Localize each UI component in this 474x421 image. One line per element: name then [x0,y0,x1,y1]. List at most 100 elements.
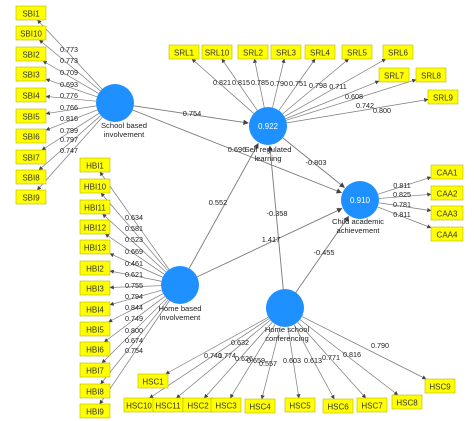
indicator-srl6[interactable]: SRL6 [382,44,414,60]
indicator-label: HBI9 [86,407,104,416]
indicator-label: HSC6 [327,402,349,411]
indicator-label: HBI7 [86,366,104,375]
indicator-box [15,5,47,21]
construct-sbi[interactable] [96,84,134,122]
indicator-box [430,164,464,180]
indicator-srl10[interactable]: SRL10 [201,44,233,60]
loading-value: 0.741 [204,351,222,360]
indicator-srl9[interactable]: SRL9 [427,89,459,105]
loading-line-sbi8 [38,115,101,171]
indicator-hbi6[interactable]: HBI6 [79,341,111,357]
indicator-hsc3[interactable]: HSC3 [210,397,242,413]
loading-value: 0.742 [356,101,374,110]
loading-line-srl7 [285,80,380,120]
r-squared-value: 0.910 [350,196,371,205]
indicator-sbi4[interactable]: SBI4 [15,87,47,103]
indicator-label: HSC3 [215,401,237,410]
path-coefficient-hbi-caa: 1.417 [262,235,281,244]
indicator-label: SBI8 [22,173,40,182]
loading-line-caa2 [378,192,432,199]
indicator-label: SBI9 [22,193,40,202]
indicator-box [79,157,111,173]
path-coefficient-hsc-caa: -0.455 [314,248,335,257]
indicator-hbi2[interactable]: HBI2 [79,260,111,276]
path-sbi-srl [133,105,249,125]
indicator-hbi3[interactable]: HBI3 [79,280,111,296]
indicator-srl1[interactable]: SRL1 [168,44,200,60]
indicator-hbi13[interactable]: HBI13 [79,239,111,255]
loading-line-hbi4 [109,289,162,306]
indicator-sbi8[interactable]: SBI8 [15,169,47,185]
indicator-hbi12[interactable]: HBI12 [79,219,111,235]
indicator-sbi3[interactable]: SBI3 [15,66,47,82]
loading-value: 0.771 [322,353,340,362]
loading-value: 0.755 [125,281,143,290]
indicator-hsc9[interactable]: HSC9 [424,378,456,394]
indicator-srl5[interactable]: SRL5 [341,44,373,60]
indicator-caa3[interactable]: CAA3 [430,205,464,221]
indicator-hbi5[interactable]: HBI5 [79,321,111,337]
indicator-srl4[interactable]: SRL4 [304,44,336,60]
indicator-hsc1[interactable]: HSC1 [137,373,169,389]
indicator-hsc11[interactable]: HSC11 [152,397,184,413]
indicator-hbi7[interactable]: HBI7 [79,362,111,378]
indicator-box [427,89,459,105]
indicator-srl2[interactable]: SRL2 [237,44,269,60]
indicator-hsc5[interactable]: HSC5 [284,397,316,413]
indicator-sbi7[interactable]: SBI7 [15,149,47,165]
indicator-hsc8[interactable]: HSC8 [391,394,423,410]
indicator-hsc4[interactable]: HSC4 [244,398,276,414]
indicator-box [378,67,410,83]
indicator-label: CAA2 [437,189,458,198]
indicator-box [79,219,111,235]
indicator-sbi10[interactable]: SBI10 [15,25,47,41]
indicator-caa1[interactable]: CAA1 [430,164,464,180]
indicator-label: HBI11 [84,203,106,212]
indicator-label: SRL6 [388,48,409,57]
loading-line-srl2 [253,58,265,108]
construct-caa[interactable]: 0.910 [341,181,379,219]
indicator-box [15,128,47,144]
indicator-label: HBI1 [86,161,104,170]
indicator-hsc2[interactable]: HSC2 [182,397,214,413]
indicator-box [284,397,316,413]
indicator-box [15,149,47,165]
indicator-label: CAA3 [437,209,458,218]
indicator-srl7[interactable]: SRL7 [378,67,410,83]
indicator-caa2[interactable]: CAA2 [430,185,464,201]
indicator-hbi10[interactable]: HBI10 [79,178,111,194]
indicator-hbi11[interactable]: HBI11 [79,199,111,215]
loading-line-hbi7 [101,298,167,364]
loading-line-caa1 [377,176,432,195]
indicator-hsc10[interactable]: HSC10 [123,397,155,413]
construct-hbi[interactable] [161,266,199,304]
indicator-label: SRL5 [347,48,368,57]
indicator-sbi5[interactable]: SBI5 [15,108,47,124]
indicator-sbi6[interactable]: SBI6 [15,128,47,144]
indicator-hbi8[interactable]: HBI8 [79,383,111,399]
indicator-hbi1[interactable]: HBI1 [79,157,111,173]
loading-line-hsc10 [149,318,270,399]
indicator-sbi9[interactable]: SBI9 [15,189,47,205]
loading-value: 0.800 [125,326,143,335]
loading-value: 0.632 [231,338,249,347]
indicator-srl8[interactable]: SRL8 [415,67,447,83]
indicator-hsc7[interactable]: HSC7 [356,397,388,413]
indicator-srl3[interactable]: SRL3 [270,44,302,60]
indicator-box [15,87,47,103]
indicator-hbi9[interactable]: HBI9 [79,403,111,419]
indicator-box [382,44,414,60]
loading-value: 0.785 [251,78,269,87]
construct-hsc[interactable] [266,289,304,327]
indicator-hsc6[interactable]: HSC6 [322,398,354,414]
indicator-box [415,67,447,83]
indicator-caa4[interactable]: CAA4 [430,226,464,242]
construct-srl[interactable]: 0.922 [249,107,287,145]
loading-value: 0.634 [125,213,143,222]
construct-circle [249,107,287,145]
indicator-hbi4[interactable]: HBI4 [79,301,111,317]
construct-circle [266,289,304,327]
indicator-sbi1[interactable]: SBI1 [15,5,47,21]
indicator-sbi2[interactable]: SBI2 [15,46,47,62]
loading-line-hbi13 [109,253,163,278]
